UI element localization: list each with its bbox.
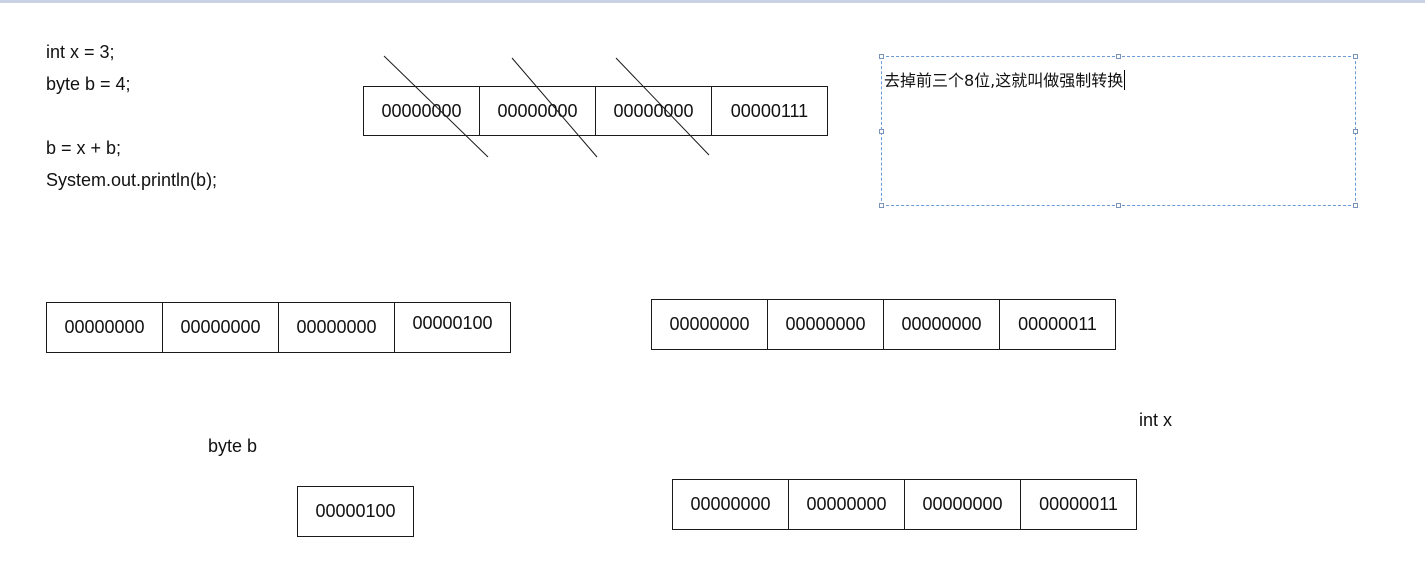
bit-cell: 00000000: [651, 299, 768, 350]
byte-b-box: 00000100: [297, 486, 414, 537]
bit-cell: 00000000: [904, 479, 1021, 530]
bit-cell: 00000000: [767, 299, 884, 350]
resize-handle-bc[interactable]: [1116, 203, 1121, 208]
bit-cell: 00000000: [363, 86, 480, 136]
resize-handle-br[interactable]: [1353, 203, 1358, 208]
bit-cell: 00000100: [394, 302, 511, 353]
top-border: [0, 0, 1425, 3]
resize-handle-ml[interactable]: [879, 129, 884, 134]
code-blank-line: [46, 100, 217, 132]
annotation-textbox[interactable]: 去掉前三个8位,这就叫做强制转换: [879, 54, 1358, 208]
resize-handle-tr[interactable]: [1353, 54, 1358, 59]
bottom-bit-strip: 00000000 00000000 00000000 00000011: [672, 479, 1137, 530]
bit-cell: 00000000: [788, 479, 905, 530]
code-line-int-x: int x = 3;: [46, 42, 115, 62]
code-line-byte-b: byte b = 4;: [46, 74, 131, 94]
code-line-println: System.out.println(b);: [46, 170, 218, 190]
bit-cell: 00000000: [162, 302, 279, 353]
top-bit-strip: 00000000 00000000 00000000 00000111: [363, 86, 828, 136]
bit-cell: 00000000: [672, 479, 789, 530]
bit-cell: 00000000: [46, 302, 163, 353]
right-bit-strip: 00000000 00000000 00000000 00000011: [651, 299, 1116, 350]
left-bit-strip: 00000000 00000000 00000000 00000100: [46, 302, 511, 353]
bit-cell: 00000000: [278, 302, 395, 353]
annotation-text: 去掉前三个8位,这就叫做强制转换: [884, 70, 1126, 90]
bit-cell: 00000111: [711, 86, 828, 136]
resize-handle-bl[interactable]: [879, 203, 884, 208]
resize-handle-tl[interactable]: [879, 54, 884, 59]
bit-cell: 00000011: [999, 299, 1116, 350]
resize-handle-mr[interactable]: [1353, 129, 1358, 134]
int-x-label: int x: [1139, 410, 1173, 430]
code-line-assign: b = x + b;: [46, 138, 122, 158]
code-snippet: int x = 3; byte b = 4; b = x + b; System…: [46, 36, 217, 196]
bit-cell: 00000000: [479, 86, 596, 136]
byte-b-label: byte b: [208, 436, 258, 456]
resize-handle-tc[interactable]: [1116, 54, 1121, 59]
bit-cell: 00000000: [883, 299, 1000, 350]
bit-cell: 00000100: [297, 486, 414, 537]
text-caret: [1124, 70, 1126, 90]
bit-cell: 00000000: [595, 86, 712, 136]
bit-cell: 00000011: [1020, 479, 1137, 530]
